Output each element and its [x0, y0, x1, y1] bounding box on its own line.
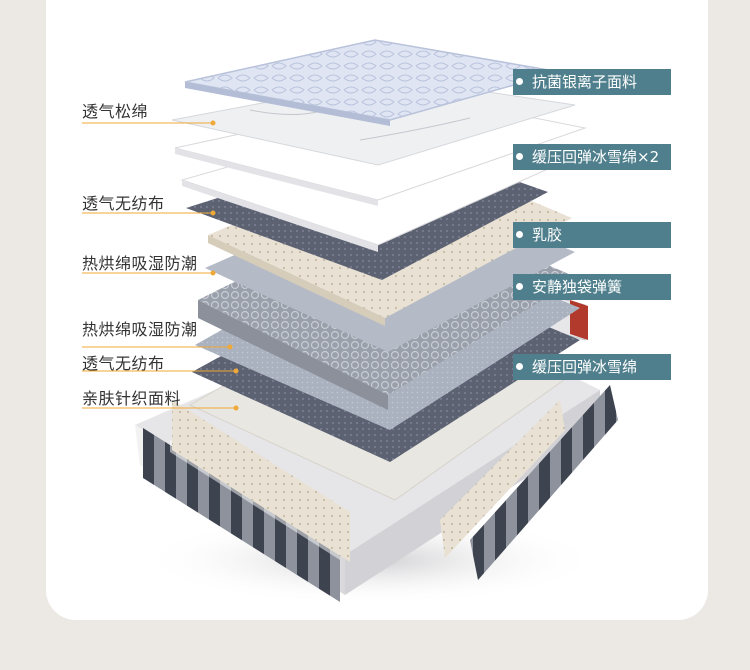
tag-cool-foam-x2: 缓压回弹冰雪绵×2 [513, 144, 671, 170]
tag-dot-icon [516, 363, 523, 370]
label-nonwoven-top: 透气无纺布 [82, 194, 165, 213]
tag-antibacterial-fabric: 抗菌银离子面料 [513, 69, 671, 95]
label-loose-cotton: 透气松绵 [82, 102, 149, 121]
tag-dot-icon [516, 283, 523, 290]
tag-text: 缓压回弹冰雪绵 [532, 358, 638, 376]
label-nonwoven-bottom: 透气无纺布 [82, 354, 165, 373]
tag-text: 缓压回弹冰雪绵×2 [532, 148, 660, 166]
tag-text: 安静独袋弹簧 [532, 278, 623, 296]
tag-dot-icon [516, 78, 523, 85]
tag-latex: 乳胶 [513, 222, 671, 248]
tag-cool-foam: 缓压回弹冰雪绵 [513, 354, 671, 380]
tag-dot-icon [516, 153, 523, 160]
tag-pocket-springs: 安静独袋弹簧 [513, 274, 671, 300]
tag-dot-icon [516, 231, 523, 238]
label-knit-fabric: 亲肤针织面料 [82, 389, 182, 408]
label-thermal-felt-bottom: 热烘绵吸湿防潮 [82, 320, 198, 339]
label-thermal-felt-top: 热烘绵吸湿防潮 [82, 254, 198, 273]
left-leader-lines [82, 120, 239, 411]
tag-text: 抗菌银离子面料 [532, 73, 638, 91]
tag-text: 乳胶 [532, 226, 563, 244]
